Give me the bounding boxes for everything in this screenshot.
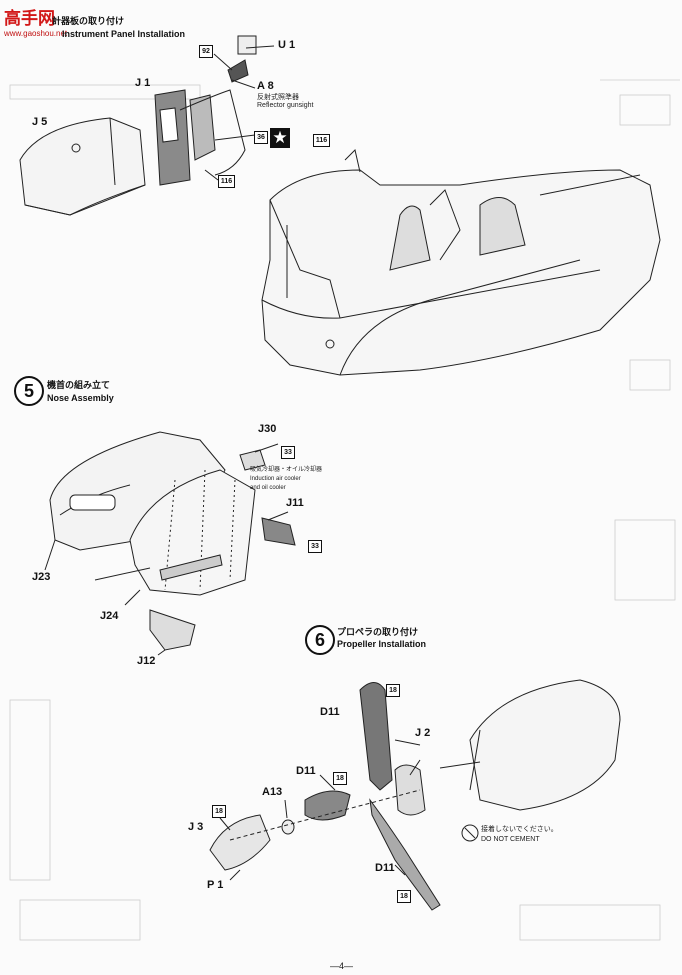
label-d11-top: D11 — [320, 706, 340, 718]
do-not-cement-ja: 接着しないでください。 — [481, 826, 558, 833]
part-j5-drawing — [19, 117, 146, 216]
label-p1: P 1 — [207, 879, 224, 891]
paint-code-116-fuselage: 116 — [313, 134, 330, 147]
watermark: 高手网 www.gaoshou.net — [4, 4, 67, 38]
label-a8: A 8 — [257, 80, 274, 92]
propeller-drawing — [209, 679, 621, 911]
label-j23: J23 — [32, 571, 51, 583]
step5-title-en: Nose Assembly — [47, 393, 114, 403]
paint-code-18-blade-bot: 18 — [397, 890, 411, 903]
nose-assembly-drawing — [44, 431, 296, 656]
label-j1: J 1 — [135, 77, 151, 89]
paint-code-33-j30: 33 — [281, 446, 295, 459]
label-j12: J12 — [137, 655, 156, 667]
paint-code-33-j11: 33 — [308, 540, 322, 553]
step4-title-en: Instrument Panel Installation — [62, 29, 186, 39]
label-cooler-en2: and oil cooler — [250, 485, 286, 491]
step5-title-ja: 機首の組み立て — [47, 380, 111, 390]
label-a13: A13 — [262, 786, 283, 798]
fuselage-drawing — [261, 149, 661, 376]
label-a8-en: Reflector gunsight — [257, 102, 314, 109]
do-not-cement-en: DO NOT CEMENT — [481, 836, 540, 843]
paint-code-92: 92 — [199, 45, 213, 58]
part-j1-drawing — [154, 89, 216, 186]
part-a8-drawing — [227, 35, 257, 83]
label-d11-mid: D11 — [296, 765, 316, 777]
label-j2: J 2 — [415, 727, 431, 739]
label-cooler-en1: Induction air cooler — [250, 476, 301, 482]
page-number: —4— — [330, 961, 354, 971]
watermark-text: 高手网 — [4, 9, 55, 28]
paint-code-18-blade-top: 18 — [386, 684, 400, 697]
label-j24: J24 — [100, 610, 119, 622]
label-cooler-ja: 吸気冷却器・オイル冷却器 — [250, 467, 323, 473]
watermark-url: www.gaoshou.net — [4, 29, 68, 38]
step4-title-ja: 計器板の取り付け — [52, 16, 125, 26]
paint-code-116-panel: 116 — [218, 175, 235, 188]
label-u1: U 1 — [278, 39, 296, 51]
label-j3: J 3 — [188, 821, 204, 833]
paint-code-36: 36 — [254, 131, 268, 144]
step6-title-ja: プロペラの取り付け — [337, 627, 419, 637]
step6-title-en: Propeller Installation — [337, 639, 427, 649]
paint-code-18-blade-mid: 18 — [333, 772, 347, 785]
label-d11-bot: D11 — [375, 862, 395, 874]
label-j5: J 5 — [32, 116, 48, 128]
step6-number: 6 — [305, 625, 335, 655]
star-insignia-icon: ★ — [270, 128, 290, 148]
label-j30: J30 — [258, 423, 277, 435]
paint-code-18-spinner: 18 — [212, 805, 226, 818]
label-a8-ja: 反射式照準器 — [257, 94, 299, 101]
label-j11: J11 — [286, 497, 304, 509]
step5-number: 5 — [14, 376, 44, 406]
